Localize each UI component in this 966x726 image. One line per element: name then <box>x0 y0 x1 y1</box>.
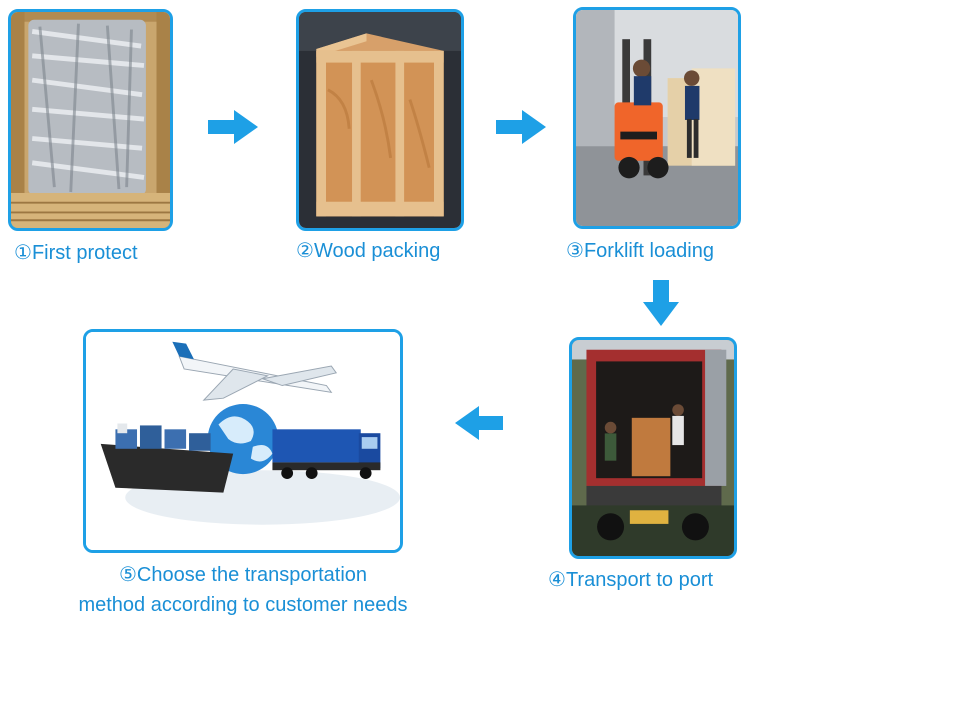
step-4-image-frame <box>569 337 737 559</box>
step-4-number: ④ <box>548 569 566 591</box>
container-truck-photo <box>572 340 734 556</box>
step-5-label: ⑤Choose the transportation method accord… <box>40 560 446 620</box>
forklift-photo <box>576 10 738 226</box>
step-5-line-1: ⑤Choose the transportation <box>40 560 446 590</box>
step-2-label: ②Wood packing <box>296 241 440 261</box>
step-1-label: ①First protect <box>14 243 138 263</box>
arrow-down <box>643 280 679 326</box>
step-2-number: ② <box>296 240 314 262</box>
global-shipping-photo <box>86 332 400 550</box>
wooden-crate-photo <box>299 12 461 228</box>
step-4-text: Transport to port <box>566 569 713 591</box>
step-3-image-frame <box>573 7 741 229</box>
step-5-number: ⑤ <box>119 564 137 586</box>
step-1-text: First protect <box>32 242 138 264</box>
step-3-text: Forklift loading <box>584 240 714 262</box>
step-2-text: Wood packing <box>314 240 440 262</box>
step-1-image-frame <box>8 9 173 231</box>
step-3-label: ③Forklift loading <box>566 241 714 261</box>
step-4-label: ④Transport to port <box>548 570 713 590</box>
wrapped-machine-photo <box>11 12 170 228</box>
arrow-right-2 <box>496 110 546 144</box>
arrow-right-1 <box>208 110 258 144</box>
step-5-text-line-2: method according to customer needs <box>40 590 446 620</box>
step-3-number: ③ <box>566 240 584 262</box>
step-1-number: ① <box>14 242 32 264</box>
step-5-image-frame <box>83 329 403 553</box>
arrow-left <box>455 406 503 440</box>
step-2-image-frame <box>296 9 464 231</box>
step-5-text-line-1: Choose the transportation <box>137 564 367 586</box>
